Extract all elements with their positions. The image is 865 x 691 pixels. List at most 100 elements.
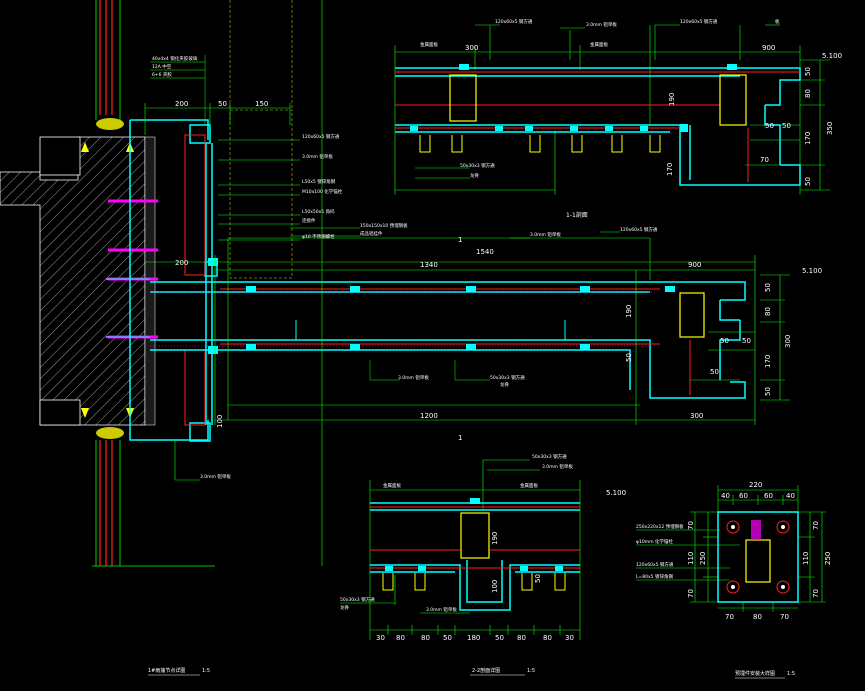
dim-1-1-r50a: 50 [804,67,812,76]
dim-150: 150 [255,100,268,108]
insulation [96,118,124,439]
svg-text:50x30x3 钢方通: 50x30x3 钢方通 [340,596,375,603]
svg-text:40x4x4 钢化夹胶玻璃: 40x4x4 钢化夹胶玻璃 [152,55,198,62]
svg-text:120x60x5 钢方通: 120x60x5 钢方通 [495,18,533,25]
svg-text:龙骨: 龙骨 [500,381,509,388]
plate-left-1: 110 [687,552,695,565]
dim-1-1-190: 190 [668,93,676,106]
svg-text:龙骨: 龙骨 [470,172,479,179]
dim-2-b1: 80 [396,634,405,642]
plate-top-total: 220 [749,481,762,489]
dim-2-b6: 80 [517,634,526,642]
svg-text:3.0mm 铝单板: 3.0mm 铝单板 [586,21,617,28]
svg-text:3.0mm 铝单板: 3.0mm 铝单板 [426,606,457,613]
svg-text:250x220x12 预埋钢板: 250x220x12 预埋钢板 [636,523,684,530]
section-marker-bottom: 1 [458,434,462,442]
svg-text:120x60x5 钢方通: 120x60x5 钢方通 [680,18,718,25]
drawing-titles: 1#雨篷节点详图 1:5 2-2剖面详图 1:5 预埋件安装大样图 1:5 [148,667,795,679]
section-2-dimensions: 5.100 190 100 50 30 80 80 50 180 50 80 8… [376,489,626,642]
dim-1-1-total: 350 [826,122,834,135]
dim-2-b3: 50 [443,634,452,642]
title-section2: 2-2剖面详图 [472,667,500,674]
title-main: 1#雨篷节点详图 [148,667,185,674]
dim-1-1-r80: 80 [804,89,812,98]
dim-right-170: 170 [764,355,772,368]
plate-right-2: 70 [812,589,820,598]
dim-300: 300 [690,412,703,420]
dim-100: 100 [216,415,224,428]
svg-text:50: 50 [742,337,751,345]
plate-bottom-2: 70 [780,613,789,621]
main-annotations: 40x4x4 钢化夹胶玻璃 12A 中空 6+6 夹胶 120x60x5 钢方通… [152,55,658,480]
dim-2-b0: 30 [376,634,385,642]
dim-1-1-70: 70 [760,156,769,164]
svg-text:金属面板: 金属面板 [383,482,401,489]
section-marker-top: 1 [458,236,462,244]
plate-left-2: 70 [687,589,695,598]
dim-2-b8: 30 [565,634,574,642]
dim-right-50a: 50 [764,283,772,292]
svg-text:190: 190 [625,305,633,318]
steel-tube [679,292,705,338]
svg-text:3.0mm 铝单板: 3.0mm 铝单板 [200,473,231,480]
plate-right-0: 70 [812,521,820,530]
svg-text:成品铝挂件: 成品铝挂件 [360,230,383,237]
svg-text:50x30x3 钢方通: 50x30x3 钢方通 [490,374,525,381]
dim-900: 900 [688,261,701,269]
dim-2-190: 190 [491,532,499,545]
main-section: 40x4x4 钢化夹胶玻璃 12A 中空 6+6 夹胶 120x60x5 钢方通… [0,0,822,567]
dim-right-50b: 50 [764,387,772,396]
svg-text:φ10mm 化学锚栓: φ10mm 化学锚栓 [636,538,673,545]
section-1-1: 120x60x5 钢方通 3.0mm 铝单板 120x60x5 钢方通 板 金属… [394,18,842,219]
plate-top-o0: 40 [721,492,730,500]
svg-text:50x30x3 钢方通: 50x30x3 钢方通 [532,453,567,460]
svg-text:12A 中空: 12A 中空 [152,63,172,70]
level-1-1: 5.100 [822,52,842,60]
svg-text:50: 50 [710,368,719,376]
concrete-structure [0,136,156,426]
svg-text:L50x5 镀锌角钢: L50x5 镀锌角钢 [302,178,336,185]
dim-50: 50 [218,100,227,108]
dim-2-b5: 50 [495,634,504,642]
level-2: 5.100 [606,489,626,497]
svg-text:金属面板: 金属面板 [520,482,538,489]
dim-2-b2: 80 [421,634,430,642]
title-plate: 预埋件安装大样图 [735,670,775,677]
dim-right-80: 80 [764,307,772,316]
dim-50-a: 50 [720,337,729,345]
main-dimensions: 200 50 150 200 1540 1340 900 1200 300 10… [175,100,822,442]
svg-text:金属面板: 金属面板 [590,41,608,48]
plate-left-0: 70 [687,521,695,530]
svg-text:φ10 不锈钢螺栓: φ10 不锈钢螺栓 [302,233,335,240]
title-plate-scale: 1:5 [787,671,795,677]
svg-text:6+6 夹胶: 6+6 夹胶 [152,71,172,78]
plate-top-o1: 40 [786,492,795,500]
svg-text:150x150x10 预埋钢板: 150x150x10 预埋钢板 [360,222,408,229]
section-1-1-title: 1-1剖面 [566,211,588,219]
plate-top-0: 60 [739,492,748,500]
plate-dimensions: 220 40 60 60 40 70 110 70 250 70 110 70 … [687,481,832,621]
svg-text:120x60x5 钢方通: 120x60x5 钢方通 [302,133,340,140]
svg-text:M10x100 化学锚栓: M10x100 化学锚栓 [302,188,343,195]
dim-200-left: 200 [175,259,188,267]
svg-text:L=80x5 镀锌角钢: L=80x5 镀锌角钢 [636,573,673,580]
aluminum-frame [129,119,218,442]
dim-1-1-m50a: 50 [765,122,774,130]
dim-1340: 1340 [420,261,438,269]
plate-bottom-0: 70 [725,613,734,621]
canopy-skin [150,281,746,399]
svg-text:120x60x5 钢方通: 120x60x5 钢方通 [620,226,658,233]
dim-1200: 1200 [420,412,438,420]
plate-right-1: 110 [802,552,810,565]
dim-2-b7: 80 [543,634,552,642]
embed-plate-detail: 250x220x12 预埋钢板 φ10mm 化学锚栓 120x60x5 钢方通 … [636,481,832,621]
plate-top-1: 60 [764,492,773,500]
dim-1-1-m50b: 50 [782,122,791,130]
svg-text:金属面板: 金属面板 [420,41,438,48]
dim-2-b4: 180 [467,634,480,642]
svg-text:连接件: 连接件 [302,217,316,224]
svg-text:板: 板 [775,18,780,25]
plate-right-total: 250 [824,552,832,565]
svg-text:120x60x5 钢方通: 120x60x5 钢方通 [636,561,674,568]
